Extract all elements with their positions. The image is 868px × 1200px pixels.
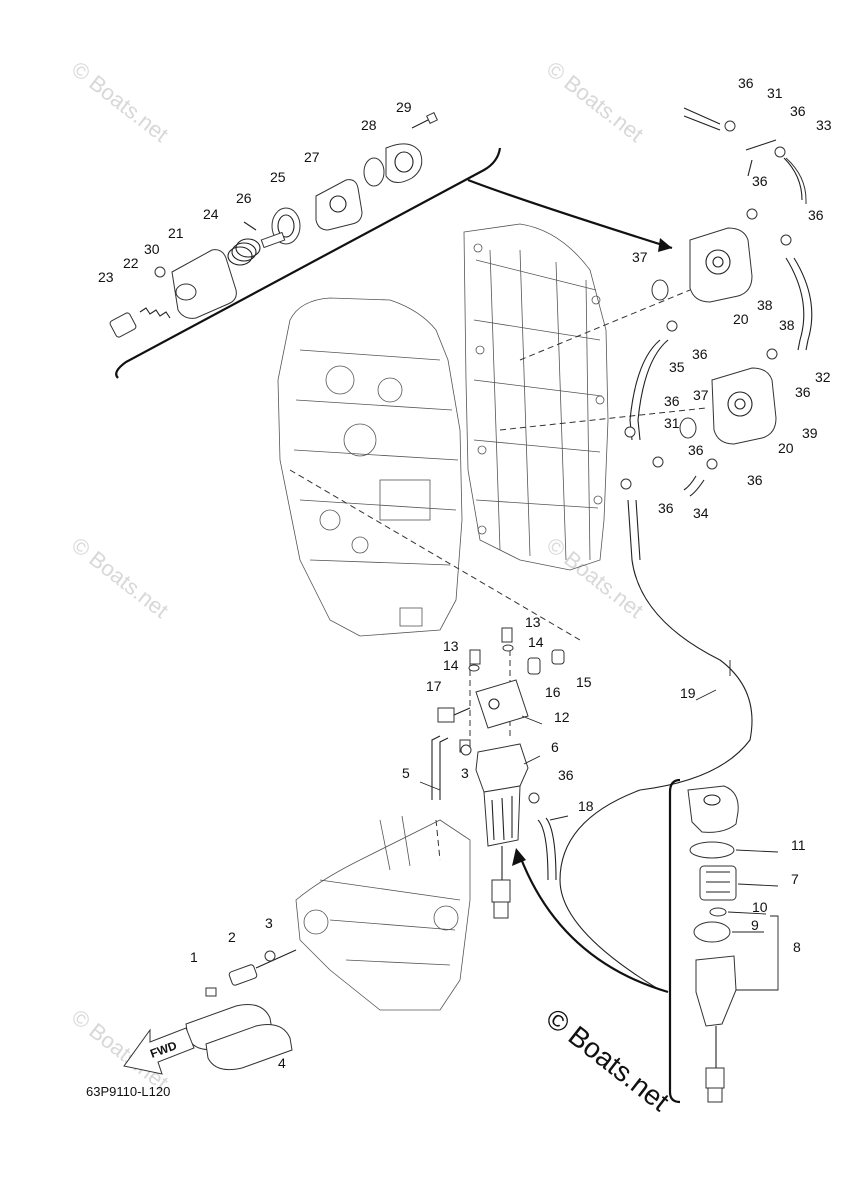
thermostat-inset-bracket: [115, 147, 673, 379]
assembly-arrow: [512, 848, 669, 994]
callout-27: 27: [304, 149, 320, 165]
callout-3: 3: [265, 915, 273, 931]
engine-block: [277, 297, 463, 637]
fuel-hoses: [559, 107, 813, 991]
callout-36: 36: [752, 173, 768, 189]
fuel-filter-assembly: [431, 627, 565, 919]
alignment-line: [435, 819, 441, 861]
callout-25: 25: [270, 169, 286, 185]
callout-13: 13: [525, 614, 541, 630]
callout-19: 19: [680, 685, 696, 701]
callout-23: 23: [98, 269, 114, 285]
fuel-line-cover: [185, 1004, 293, 1071]
callout-20: 20: [733, 311, 749, 327]
cylinder-head: [463, 223, 609, 571]
callout-26: 26: [236, 190, 252, 206]
callout-6: 6: [551, 739, 559, 755]
alignment-line: [499, 407, 707, 431]
o-ring: [679, 417, 697, 439]
callout-14: 14: [443, 657, 459, 673]
callout-4: 4: [278, 1055, 286, 1071]
alignment-line: [519, 289, 691, 361]
callout-17: 17: [426, 678, 442, 694]
callout-15: 15: [576, 674, 592, 690]
callout-36: 36: [738, 75, 754, 91]
o-ring: [651, 279, 669, 301]
callout-37: 37: [632, 249, 648, 265]
fuel-pump-upper: [689, 227, 753, 303]
callout-20: 20: [778, 440, 794, 456]
callout-8: 8: [793, 939, 801, 955]
callout-5: 5: [402, 765, 410, 781]
callout-36: 36: [808, 207, 824, 223]
callout-10: 10: [752, 899, 768, 915]
callout-24: 24: [203, 206, 219, 222]
filter-exploded-view: [668, 778, 739, 1104]
lower-mount: [295, 815, 471, 1011]
callout-32: 32: [815, 369, 831, 385]
callout-38: 38: [779, 317, 795, 333]
fuel-connector-parts: [205, 744, 472, 997]
callout-36: 36: [692, 346, 708, 362]
callout-9: 9: [751, 917, 759, 933]
fwd-arrow-icon: FWD: [123, 1027, 195, 1075]
callout-36: 36: [658, 500, 674, 516]
callout-28: 28: [361, 117, 377, 133]
callout-3: 3: [461, 765, 469, 781]
callout-14: 14: [528, 634, 544, 650]
callout-2: 2: [228, 929, 236, 945]
watermark: © Boats.net: [542, 56, 648, 147]
callout-31: 31: [767, 85, 783, 101]
leader-lines: [419, 660, 779, 991]
callout-36: 36: [795, 384, 811, 400]
callout-7: 7: [791, 871, 799, 887]
callout-18: 18: [578, 798, 594, 814]
callout-29: 29: [396, 99, 412, 115]
callout-33: 33: [816, 117, 832, 133]
thermostat-parts: [109, 112, 438, 338]
callout-22: 22: [123, 255, 139, 271]
callout-39: 39: [802, 425, 818, 441]
callout-35: 35: [669, 359, 685, 375]
callout-36: 36: [790, 103, 806, 119]
callout-36: 36: [664, 393, 680, 409]
callout-11: 11: [791, 837, 806, 853]
watermark: © Boats.net: [67, 532, 173, 623]
copyright-text: © Boats.net: [540, 1002, 675, 1117]
callout-34: 34: [693, 505, 709, 521]
callout-21: 21: [168, 225, 184, 241]
callout-31: 31: [664, 415, 680, 431]
callout-12: 12: [554, 709, 570, 725]
callout-13: 13: [443, 638, 459, 654]
callout-1: 1: [190, 949, 198, 965]
watermark: © Boats.net: [67, 56, 173, 147]
hose-clamps: [528, 120, 792, 804]
callout-30: 30: [144, 241, 160, 257]
fuel-pump-lower: [711, 367, 777, 445]
callout-36: 36: [688, 442, 704, 458]
alignment-line: [289, 469, 581, 641]
diagram-code: 63P9110-L120: [86, 1084, 170, 1099]
callout-36: 36: [558, 767, 574, 783]
watermark: © Boats.net: [542, 532, 648, 623]
callout-37: 37: [693, 387, 709, 403]
callout-16: 16: [545, 684, 561, 700]
callout-36: 36: [747, 472, 763, 488]
callout-38: 38: [757, 297, 773, 313]
